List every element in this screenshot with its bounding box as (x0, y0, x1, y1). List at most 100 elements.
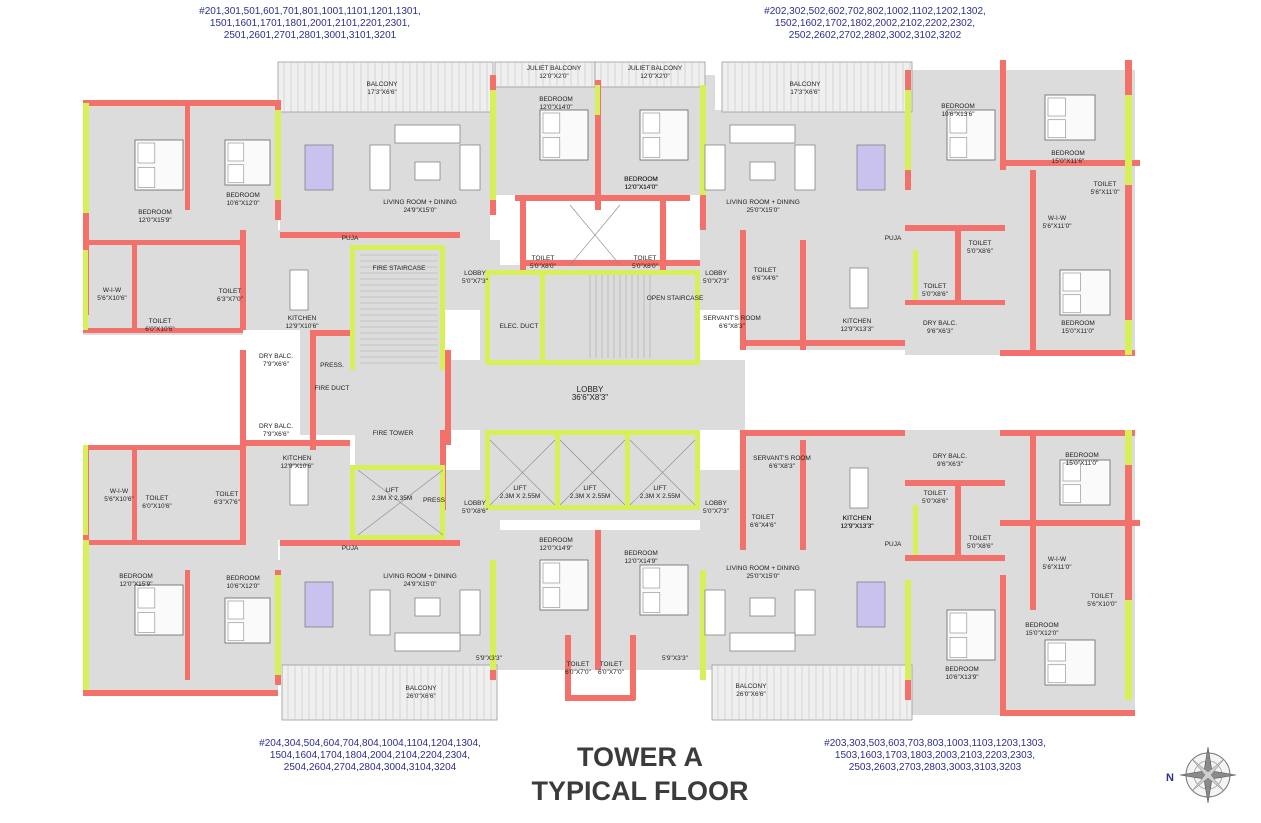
sofa (369, 144, 391, 191)
wall (83, 100, 278, 106)
unit-list-line: 2502,2602,2702,2802,3002,3102,3202 (788, 30, 962, 41)
sofa (729, 632, 796, 652)
room-dimensions: 12'0"X14'9" (539, 545, 573, 552)
room-dimensions: 12'0"X14'0" (539, 104, 573, 111)
room-name: TOILET (149, 318, 172, 325)
room-dimensions: 12'0"X15'9" (138, 217, 172, 224)
room-name: BEDROOM (624, 550, 658, 557)
unit-list-bottom-right: #203,303,503,603,703,803,1003,1103,1203,… (775, 738, 1095, 774)
wall (280, 232, 460, 238)
wall (565, 695, 635, 701)
pillow (227, 622, 245, 642)
room-dimensions: 2.3M X 2.35M (372, 495, 412, 502)
unit-list-bottom-left: #204,304,504,604,704,804,1004,1104,1204,… (210, 738, 530, 774)
wall (83, 540, 243, 545)
room-dimensions: 17'3"X6'6" (790, 89, 820, 96)
room-dimensions: 12'0"X2'0" (539, 73, 569, 80)
room-dimensions: 7'9"X6'6" (263, 361, 290, 368)
unit-list-line: 1504,1604,1704,1804,2004,2104,2204,2304, (269, 750, 471, 761)
room-name: PUJA (342, 545, 359, 552)
room-dimensions: 15'0"X11'6" (1052, 158, 1085, 165)
floor-area (300, 350, 450, 430)
wall (1000, 430, 1135, 436)
unit-list-line: 1501,1601,1701,1801,2001,2101,2201,2301, (209, 18, 411, 29)
dining-table (856, 581, 886, 628)
room-dimensions: 5'9"X3'3" (662, 655, 689, 662)
floor-area (83, 240, 243, 335)
floor-area (83, 445, 243, 545)
wall (955, 480, 961, 560)
room-name: LOBBY (705, 500, 727, 507)
room-name: KITCHEN (843, 318, 872, 325)
room-dimensions: 2.3M X 2.55M (500, 493, 540, 500)
room-name: PRESS. (320, 362, 344, 369)
wall (83, 690, 278, 696)
room-dimensions: 10'6"X12'0" (226, 583, 260, 590)
wall (660, 200, 666, 270)
room-name: DRY BALC. (259, 353, 293, 360)
glazing (485, 430, 490, 510)
wall (520, 260, 700, 266)
pillow (949, 112, 968, 134)
pillow (1047, 119, 1066, 139)
room-name: FIRE DUCT (315, 385, 350, 392)
unit-list-line: #204,304,504,604,704,804,1004,1104,1204,… (259, 738, 481, 749)
pillow (137, 142, 156, 164)
wall (83, 445, 243, 450)
glazing (905, 580, 911, 680)
room-dimensions: 5'0"X8'6" (967, 248, 994, 255)
sofa (394, 124, 461, 144)
wall (1125, 430, 1132, 520)
pillow (542, 562, 561, 584)
room-dimensions: 24'9"X15'0" (403, 581, 437, 588)
glazing (625, 430, 630, 510)
unit-list-line: #201,301,501,601,701,801,1001,1101,1201,… (199, 6, 421, 17)
room-name: BEDROOM (226, 575, 260, 582)
wall (800, 440, 806, 550)
sofa (704, 144, 726, 191)
room-dimensions: 5'6"X11'0" (1090, 189, 1120, 196)
glazing (913, 250, 918, 300)
wall (310, 330, 316, 450)
lift-cross (559, 439, 626, 506)
room-dimensions: 6'0"X7'0" (598, 669, 625, 676)
room-name: LIVING ROOM + DINING (726, 199, 800, 206)
wall (955, 225, 961, 305)
room-name: BEDROOM (226, 192, 260, 199)
pillow (949, 612, 968, 634)
wall (905, 225, 1005, 231)
room-name: TOILET (567, 661, 590, 668)
room-name: BEDROOM (1025, 622, 1059, 629)
compass-rose: N (1166, 746, 1237, 804)
glazing (695, 270, 700, 365)
room-name: BALCONY (735, 683, 767, 690)
wall (132, 450, 137, 540)
pillow (1062, 484, 1081, 504)
wall (132, 240, 137, 330)
room-name: W-I-W (1048, 556, 1067, 563)
room-name: PUJA (342, 235, 359, 242)
floor-area (445, 360, 745, 430)
room-dimensions: 12'9"X13'3" (840, 523, 874, 530)
plan-furniture (134, 94, 1111, 686)
pillow (137, 587, 156, 609)
room-dimensions: 2.3M X 2.55M (640, 493, 680, 500)
wall (740, 430, 905, 436)
glazing (350, 535, 445, 540)
room-name: KITCHEN (283, 455, 312, 462)
pillow (542, 137, 561, 158)
glazing (440, 245, 445, 370)
room-dimensions: 12'0"X15'9" (119, 581, 153, 588)
wall (630, 635, 636, 700)
sofa (459, 144, 481, 191)
room-name: KITCHEN (288, 315, 317, 322)
pillow (1062, 294, 1081, 314)
room-name: TOILET (752, 514, 775, 521)
room-name: TOILET (1094, 181, 1117, 188)
table (289, 464, 309, 506)
room-name: BEDROOM (138, 209, 172, 216)
room-dimensions: 6'3"X7'6" (214, 499, 241, 506)
room-dimensions: 10'6"X12'0" (226, 200, 260, 207)
unit-list-line: 2504,2604,2704,2804,3004,3104,3204 (283, 762, 457, 773)
wall (515, 195, 690, 201)
